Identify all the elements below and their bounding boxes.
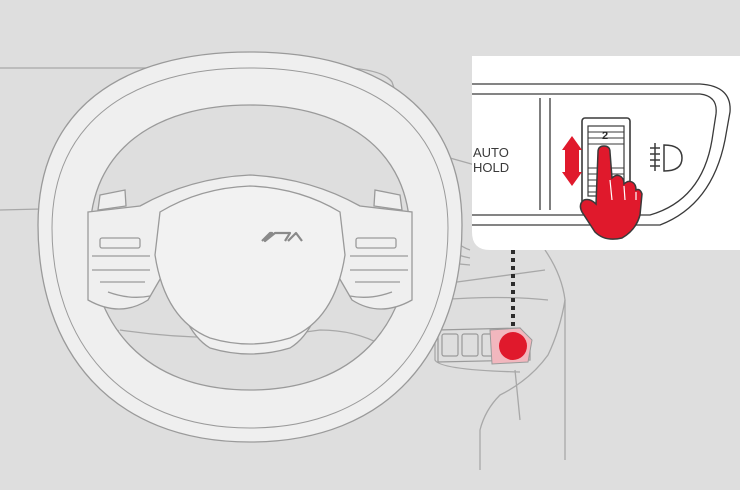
steering-wheel — [37, 51, 463, 443]
headlamp-leveling-icon — [650, 143, 683, 172]
kia-logo — [261, 231, 303, 243]
auto-hold-label-line1: AUTO — [473, 145, 509, 160]
steering-hub — [87, 174, 413, 355]
up-down-arrow-icon — [562, 136, 582, 186]
dial-level-upper: 2 — [602, 130, 608, 142]
auto-hold-button[interactable]: AUTO HOLD — [473, 145, 509, 175]
auto-hold-label-line2: HOLD — [473, 160, 509, 175]
hand-pointer-icon — [579, 145, 643, 240]
highlighted-switch[interactable] — [489, 327, 533, 365]
